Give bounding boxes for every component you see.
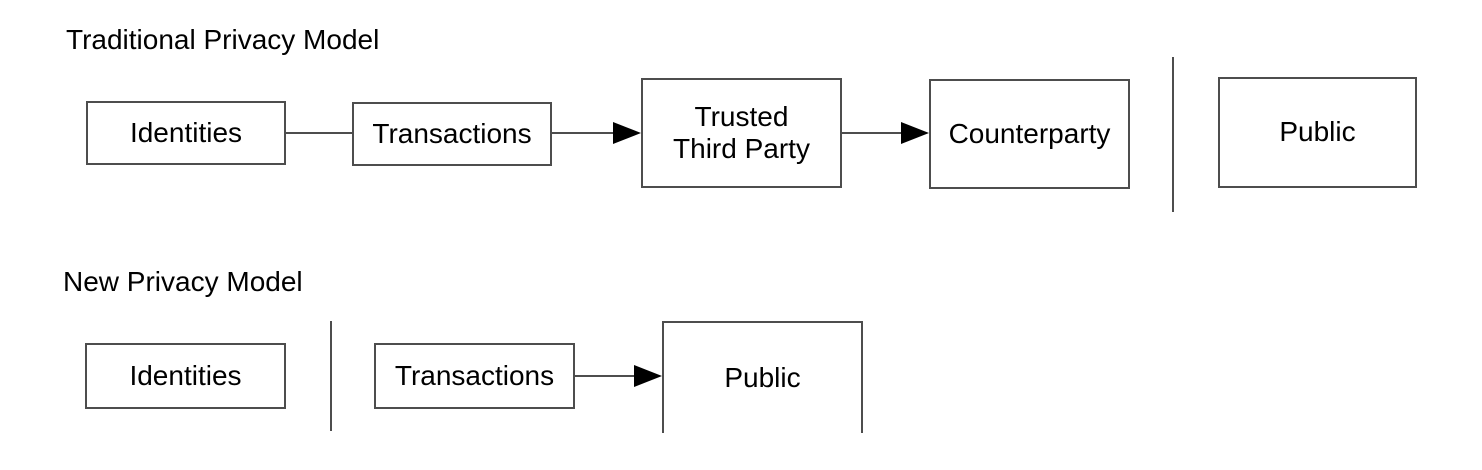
- box-trusted-third-party-label-line1: Trusted: [694, 100, 789, 132]
- box-trusted-third-party-label-line2: Third Party: [673, 133, 810, 164]
- connector-identities-transactions: [286, 132, 352, 134]
- connector-transactions-trusted-third-party: [552, 132, 614, 134]
- box-identities-new-label: Identities: [129, 359, 242, 391]
- arrow-right-icon: [613, 122, 641, 144]
- traditional-model-title: Traditional Privacy Model: [66, 24, 380, 55]
- box-public-new: Public: [662, 321, 863, 433]
- box-public-new-label: Public: [724, 361, 801, 393]
- connector-transactions-public: [575, 375, 635, 377]
- box-counterparty: Counterparty: [929, 79, 1130, 189]
- box-transactions-traditional-label: Transactions: [372, 117, 532, 149]
- connector-trusted-third-party-counterparty: [842, 132, 902, 134]
- arrow-right-icon: [901, 122, 929, 144]
- box-public-traditional-label: Public: [1279, 116, 1356, 148]
- box-identities-new: Identities: [85, 343, 286, 409]
- arrow-right-icon: [634, 365, 662, 387]
- box-transactions-new-label: Transactions: [394, 359, 555, 391]
- box-transactions-traditional: Transactions: [352, 102, 552, 166]
- divider-traditional: [1172, 57, 1174, 212]
- box-public-traditional: Public: [1218, 77, 1417, 188]
- box-trusted-third-party: Trusted Third Party: [641, 78, 842, 188]
- box-transactions-new: Transactions: [374, 343, 575, 409]
- box-identities-traditional: Identities: [86, 101, 286, 165]
- box-counterparty-label: Counterparty: [948, 117, 1111, 149]
- new-model-title: New Privacy Model: [63, 266, 303, 297]
- divider-new: [330, 321, 332, 431]
- box-identities-traditional-label: Identities: [129, 116, 243, 148]
